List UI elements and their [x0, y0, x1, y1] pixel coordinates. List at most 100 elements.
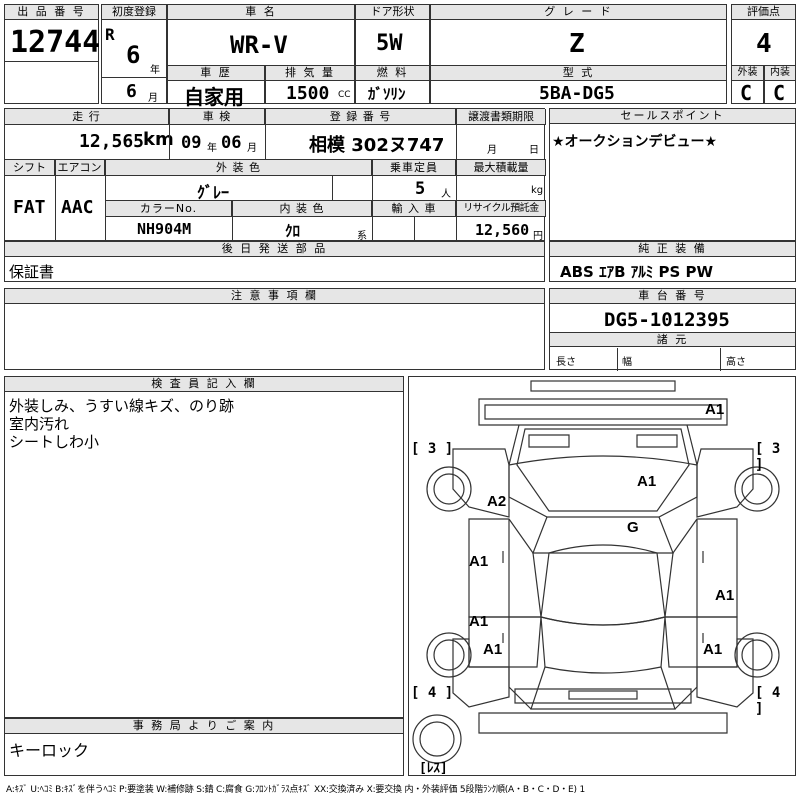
damage-mark-windshield: G	[627, 519, 639, 536]
door-cell: ドア形状 5W	[355, 4, 430, 66]
damage-mark-right-rear-door: A1	[715, 587, 735, 604]
first-registration-label: 初度登録	[102, 5, 166, 20]
score-cell: 評価点 4	[731, 4, 796, 66]
displacement-label: 排 気 量	[266, 66, 354, 81]
inspection-year-unit: 年	[207, 143, 217, 154]
plate-label: 登 録 番 号	[266, 109, 456, 125]
car-diagram: A1 A1 A2 G A1 A1 A1 A1 A1 [ 3 ] [ 3 ] [ …	[408, 376, 796, 776]
office-block: 事 務 局 よ り ご 案 内 キーロック	[4, 718, 404, 776]
equipment-label: 純 正 装 備	[550, 242, 795, 257]
shift: FAT	[13, 197, 46, 218]
lot-label: 出 品 番 号	[5, 5, 98, 20]
load-unit: kg	[531, 185, 544, 196]
length-label: 長さ	[556, 357, 576, 368]
interior-grade-cell: 内装 C	[764, 65, 796, 105]
first-registration-cell: 初度登録 R 6 年 6 月	[101, 4, 167, 104]
ac: AAC	[61, 197, 94, 218]
tire-tread-rear-right: [ 4 ]	[755, 685, 781, 717]
vehicle-info-block: 走 行 12,565 km 車 検 09 年 06 月 登 録 番 号 相模 3…	[4, 108, 546, 242]
month-unit: 月	[148, 93, 158, 104]
exterior-grade-cell: 外装 C	[731, 65, 764, 105]
transfer-month-unit: 月	[487, 145, 497, 156]
sales-point-block: セールスポイント ★オークションデビュー★	[549, 108, 796, 241]
model-cell: 型 式 5BA-DG5	[430, 65, 727, 104]
legend-footer: A:ｷｽﾞ U:ﾍｺﾐ B:ｷｽﾞを伴うﾍｺﾐ P:要塗装 W:補修跡 S:錆 …	[6, 785, 585, 795]
model: 5BA-DG5	[539, 83, 615, 104]
interior-grade: C	[773, 81, 786, 105]
import-label: 輸 入 車	[373, 201, 456, 217]
capacity-unit: 人	[441, 189, 451, 200]
equipment-block: 純 正 装 備 ABS ｴｱB ｱﾙﾐ PS PW	[549, 241, 796, 282]
color-number: NH904M	[137, 220, 192, 238]
mileage: 12,565	[79, 131, 145, 152]
cc-unit: CC	[338, 90, 351, 100]
spare-tire-label: [ﾚｽ]	[419, 761, 448, 776]
interior-grade-label: 内装	[765, 66, 795, 81]
inspector-label: 検 査 員 記 入 欄	[5, 377, 403, 392]
chassis-block: 車 台 番 号 DG5-1012395 諸 元 長さ 幅 高さ	[549, 288, 796, 371]
color-number-label: カラーNo.	[106, 201, 232, 217]
exterior-grade-label: 外装	[732, 66, 763, 81]
damage-mark-left-rear-door: A1	[469, 613, 489, 630]
fuel-label: 燃 料	[356, 66, 429, 81]
exterior-grade: C	[740, 81, 753, 105]
grade: Z	[569, 29, 585, 59]
parts-value: 保証書	[9, 263, 55, 281]
car-name-cell: 車 名 WR-V	[167, 4, 355, 66]
capacity: 5	[415, 179, 426, 199]
era: R	[105, 25, 115, 44]
office-label: 事 務 局 よ り ご 案 内	[5, 719, 403, 734]
plate: 相模 302ヌ747	[309, 135, 445, 156]
inspector-line-3: シートしわ小	[9, 433, 100, 451]
model-label: 型 式	[431, 66, 726, 81]
fuel-cell: 燃 料 ｶﾞｿﾘﾝ	[355, 65, 430, 104]
score: 4	[756, 29, 772, 59]
capacity-label: 乗車定員	[373, 160, 456, 176]
grade-cell: グ レ ー ド Z	[430, 4, 727, 66]
displacement: 1500	[286, 83, 330, 104]
mileage-label: 走 行	[5, 109, 169, 125]
tire-tread-rear-left: [ 4 ]	[411, 685, 454, 701]
equipment-value: ABS ｴｱB ｱﾙﾐ PS PW	[560, 263, 714, 281]
shift-label: シフト	[5, 160, 55, 176]
car-name: WR-V	[230, 31, 288, 59]
parts-label: 後 日 発 送 部 品	[5, 242, 544, 257]
parts-block: 後 日 発 送 部 品 保証書	[4, 241, 545, 282]
chassis-number: DG5-1012395	[604, 309, 730, 331]
history-label: 車 歴	[168, 66, 264, 81]
damage-mark-left-fender: A2	[487, 493, 507, 510]
recycle-fee: 12,560	[475, 221, 530, 239]
chassis-label: 車 台 番 号	[550, 289, 795, 304]
displacement-cell: 排 気 量 1500 CC	[265, 65, 355, 104]
lot-cell: 出 品 番 号 12744	[4, 4, 100, 104]
transfer-label: 譲渡書類期限	[457, 109, 546, 125]
inspection-year: 09	[181, 133, 202, 153]
header-block: 出 品 番 号 12744 初度登録 R 6 年 6 月 車 名 WR-V ドア…	[4, 4, 796, 109]
notes-block: 注 意 事 項 欄	[4, 288, 545, 370]
recycle-unit: 円	[533, 231, 543, 242]
mileage-unit: km	[143, 129, 174, 150]
history: 自家用	[184, 85, 244, 109]
reg-month: 6	[126, 81, 137, 102]
door-label: ドア形状	[356, 5, 429, 20]
color-label: 外 装 色	[106, 160, 372, 176]
height-label: 高さ	[726, 357, 746, 368]
damage-mark-front-bumper: A1	[705, 401, 725, 418]
year-unit: 年	[150, 65, 160, 76]
color: ｸﾞﾚｰ	[197, 183, 230, 202]
damage-mark-right-rear-fender: A1	[703, 641, 723, 658]
door-type: 5W	[376, 31, 403, 56]
score-label: 評価点	[732, 5, 795, 20]
tire-tread-front-left: [ 3 ]	[411, 441, 454, 457]
recycle-label: リサイクル預託金	[457, 201, 546, 217]
damage-mark-left-rear-fender: A1	[483, 641, 503, 658]
interior-color-unit: 系	[357, 231, 367, 242]
inspection-label: 車 検	[170, 109, 265, 125]
ac-label: エアコン	[55, 160, 105, 176]
grade-label: グ レ ー ド	[431, 5, 726, 20]
office-value: キーロック	[9, 741, 90, 760]
inspection-month: 06	[221, 133, 242, 153]
notes-label: 注 意 事 項 欄	[5, 289, 544, 304]
car-outline-svg	[412, 380, 780, 764]
tire-tread-front-right: [ 3 ]	[755, 441, 781, 473]
